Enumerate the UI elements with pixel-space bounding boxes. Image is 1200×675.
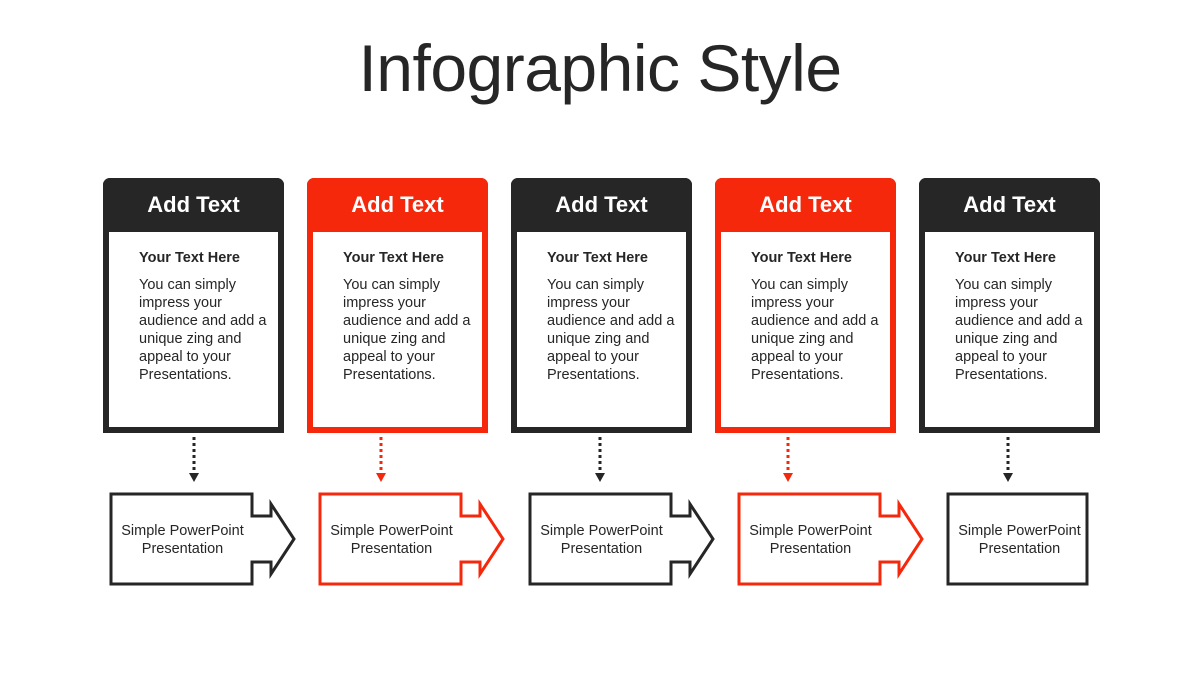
card-body: You can simply impress your audience and… <box>751 277 879 383</box>
info-card-4: Add Text Your Text Here You can simply i… <box>715 178 896 433</box>
arrow-right-icon <box>109 492 296 586</box>
dotted-arrow-down-icon <box>189 437 199 482</box>
step-box-3: Simple PowerPoint Presentation <box>528 492 718 590</box>
card-body: You can simply impress your audience and… <box>955 277 1083 383</box>
step-box-2: Simple PowerPoint Presentation <box>318 492 508 590</box>
info-card-1: Add Text Your Text Here You can simply i… <box>103 178 284 433</box>
step-label: Simple PowerPoint Presentation <box>749 523 872 557</box>
info-card-5: Add Text Your Text Here You can simply i… <box>919 178 1100 433</box>
arrow-right-icon <box>737 492 924 586</box>
dotted-arrow-down-icon <box>376 437 386 482</box>
step-box-5: Simple PowerPoint Presentation <box>946 492 1136 590</box>
dotted-arrow-down-icon <box>1003 437 1013 482</box>
card-header: Add Text <box>715 178 896 232</box>
card-body: You can simply impress your audience and… <box>343 277 471 383</box>
card-header: Add Text <box>511 178 692 232</box>
step-box-4: Simple PowerPoint Presentation <box>737 492 927 590</box>
card-subtitle: Your Text Here <box>751 250 852 266</box>
slide-title: Infographic Style <box>358 31 842 105</box>
info-card-2: Add Text Your Text Here You can simply i… <box>307 178 488 433</box>
step-label: Simple PowerPoint Presentation <box>540 523 663 557</box>
card-header: Add Text <box>919 178 1100 232</box>
card-body: You can simply impress your audience and… <box>139 277 267 383</box>
card-subtitle: Your Text Here <box>139 250 240 266</box>
step-label: Simple PowerPoint Presentation <box>330 523 453 557</box>
step-label: Simple PowerPoint Presentation <box>121 523 244 557</box>
step-label: Simple PowerPoint Presentation <box>958 523 1081 557</box>
info-card-3: Add Text Your Text Here You can simply i… <box>511 178 692 433</box>
card-header: Add Text <box>307 178 488 232</box>
arrow-right-icon <box>318 492 505 586</box>
dotted-arrow-down-icon <box>783 437 793 482</box>
step-rectangle <box>946 492 1089 586</box>
card-body: You can simply impress your audience and… <box>547 277 675 383</box>
arrow-right-icon <box>528 492 715 586</box>
card-header: Add Text <box>103 178 284 232</box>
step-box-1: Simple PowerPoint Presentation <box>109 492 299 590</box>
card-subtitle: Your Text Here <box>955 250 1056 266</box>
card-subtitle: Your Text Here <box>547 250 648 266</box>
card-subtitle: Your Text Here <box>343 250 444 266</box>
dotted-arrow-down-icon <box>595 437 605 482</box>
